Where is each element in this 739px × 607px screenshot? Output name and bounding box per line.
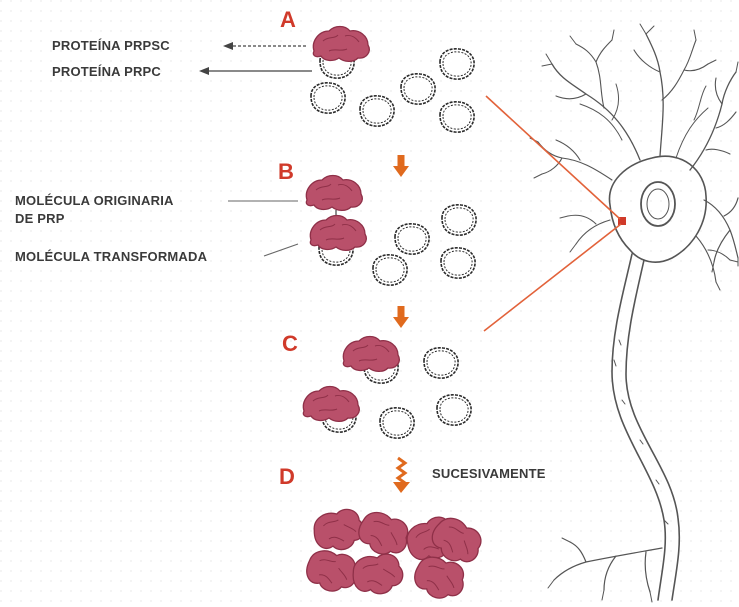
stage-b-label: B <box>278 159 294 185</box>
prpsc-label: PROTEÍNA PRPSC <box>52 38 170 53</box>
prpc-ring <box>401 74 435 104</box>
stage-a-label: A <box>280 7 296 33</box>
prpc-ring <box>373 255 407 285</box>
prpc-label: PROTEÍNA PRPC <box>52 64 161 79</box>
stage-c-label: C <box>282 331 298 357</box>
original-molecule-label-line2: DE PRP <box>15 211 65 226</box>
prpc-ring <box>441 248 475 278</box>
original-molecule-label-line1: MOLÉCULA ORIGINARIA <box>15 193 174 208</box>
prpc-ring <box>440 102 474 132</box>
prpc-ring <box>380 408 414 438</box>
prpc-ring <box>311 83 345 113</box>
prpc-ring <box>360 96 394 126</box>
prpc-ring <box>437 395 471 425</box>
prpc-ring <box>424 348 458 378</box>
stage-d-label: D <box>279 464 295 490</box>
successively-label: SUCESIVAMENTE <box>432 466 546 481</box>
prpc-ring <box>440 49 474 79</box>
prpc-ring <box>442 205 476 235</box>
transformed-molecule-label: MOLÉCULA TRANSFORMADA <box>15 249 207 264</box>
prpc-ring <box>395 224 429 254</box>
